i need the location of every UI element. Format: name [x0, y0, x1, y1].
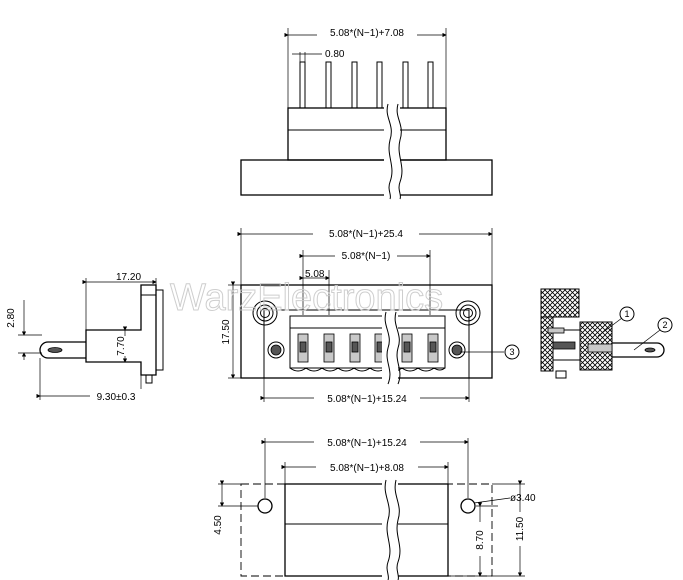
pitch-span-label: 5.08*(N−1) [342, 251, 391, 262]
body-height-label: 7.70 [116, 336, 127, 356]
side-pin [39, 341, 86, 359]
callout-2: 2 [662, 320, 667, 330]
side-body [85, 284, 157, 376]
section-view: 1 2 [540, 288, 673, 379]
window-width-label: 5.08*(N−1)+8.08 [330, 463, 404, 474]
pitch-label: 5.08 [305, 269, 325, 280]
top-view: 5.08*(N−1)+7.08 0.80 [240, 25, 493, 200]
front-body-width-label: 5.08*(N−1)+15.24 [327, 394, 407, 405]
section-pin [612, 342, 665, 358]
cutout-hole-left [257, 498, 273, 514]
terminal-block [289, 315, 446, 372]
top-pins [299, 61, 434, 109]
callout-1: 1 [624, 309, 629, 319]
cutout-window [284, 483, 449, 577]
side-view: 17.20 2.80 7.70 9.30±0.3 [6, 272, 164, 403]
panel-cutout-view: 5.08*(N−1)+15.24 5.08*(N−1)+8.08 ø3.40 4… [213, 435, 536, 580]
screw-boss-left [267, 341, 285, 359]
pin-length-label: 9.30±0.3 [97, 392, 136, 403]
mounting-hole-right [455, 300, 481, 326]
mounting-hole-left [252, 300, 278, 326]
cutout-hole-right [460, 498, 476, 514]
terminal-contacts [297, 333, 439, 363]
section-hatch [540, 288, 580, 318]
front-view: 5.08*(N−1)+25.4 5.08*(N−1) 5.08 17.50 [221, 226, 520, 405]
front-height-label: 17.50 [221, 319, 232, 344]
callout-3: 3 [509, 347, 514, 357]
hole-to-bottom-label: 8.70 [475, 530, 486, 550]
watermark: WarzElectronics [170, 277, 443, 319]
flange-width-label: 5.08*(N−1)+25.4 [329, 229, 403, 240]
depth-label: 17.20 [116, 272, 141, 283]
hole-diameter-label: ø3.40 [510, 493, 536, 504]
hole-spacing-label: 5.08*(N−1)+15.24 [327, 438, 407, 449]
top-flange [240, 159, 493, 196]
cutout-outline [240, 483, 493, 577]
pin-width-label: 0.80 [325, 49, 345, 60]
top-body [287, 107, 447, 161]
window-height-label: 11.50 [515, 516, 526, 541]
edge-offset-label: 4.50 [213, 515, 224, 535]
top-overall-width-label: 5.08*(N−1)+7.08 [330, 28, 404, 39]
pin-offset-label: 2.80 [6, 308, 17, 328]
screw-boss-right [448, 341, 466, 359]
